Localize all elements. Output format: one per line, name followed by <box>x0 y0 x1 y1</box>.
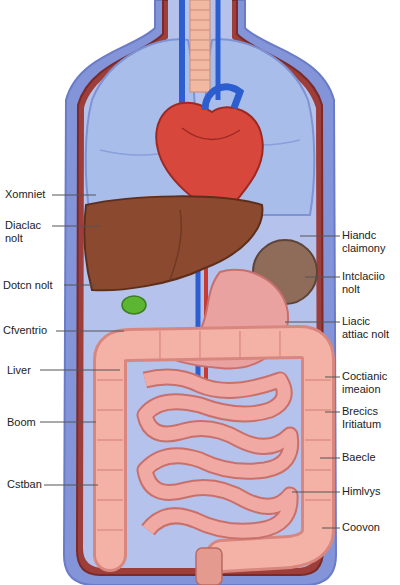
organ-label: Baecle <box>341 451 398 464</box>
organ-label: Brecics Iritiatum <box>341 405 398 431</box>
organ-label: Intclaciio nolt <box>341 270 398 296</box>
organ-label: Liacic attiac nolt <box>341 315 398 341</box>
organ-label: Coovon <box>341 521 398 534</box>
organ-label: Xomniet <box>4 188 52 201</box>
organ-label: Dotcn nolt <box>2 279 64 292</box>
organ-label: Diaclac nolt <box>4 219 52 245</box>
organ-label: Himlvys <box>341 485 398 498</box>
organ-label: Hiandc claimony <box>341 229 398 255</box>
organ-label: Cfventrio <box>2 324 56 337</box>
organ-label: Coctianic imeaion <box>341 370 398 396</box>
organ-label: Boom <box>6 416 40 429</box>
organ-label: Liver <box>6 364 40 377</box>
organ-label: Cstban <box>6 478 44 491</box>
